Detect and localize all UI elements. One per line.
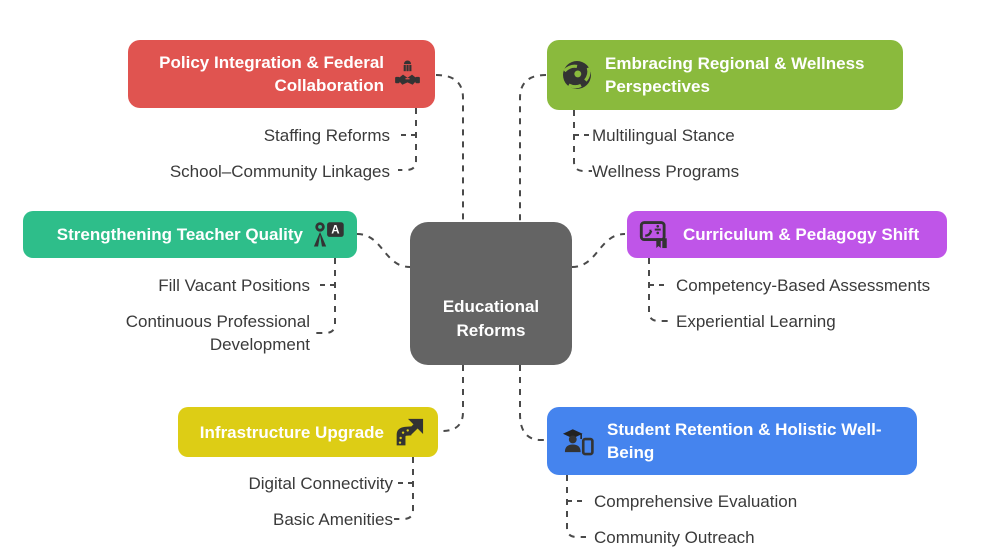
connector-regional-center	[519, 74, 547, 222]
teacher-presentation-icon: A	[313, 220, 345, 250]
subtopic-continuous-professional-development: Continuous Professional Development	[125, 312, 310, 354]
branch-title-regional: Embracing Regional & Wellness Perspectiv…	[605, 54, 865, 96]
subtopic-comprehensive-evaluation: Comprehensive Evaluation	[594, 492, 798, 511]
subtopic-basic-amenities: Basic Amenities	[273, 510, 393, 529]
road-arrow-icon	[394, 416, 426, 448]
branch-node-infrastructure: Infrastructure Upgrade	[178, 407, 438, 457]
connector-regional-subs	[573, 110, 592, 172]
subtopic-fill-vacant-positions: Fill Vacant Positions	[158, 276, 310, 295]
branch-title-policy: Policy Integration & Federal Collaborati…	[159, 53, 384, 95]
subtopic-experiential-learning: Experiential Learning	[676, 312, 836, 331]
connector-student-subs	[566, 475, 586, 538]
branch-title-infrastructure: Infrastructure Upgrade	[199, 422, 384, 442]
connector-policy-subs	[398, 108, 417, 171]
subtopic-competency-based-assessments: Competency-Based Assessments	[676, 276, 931, 295]
connector-teacher-subs	[316, 258, 336, 334]
government-handshake-icon	[394, 59, 421, 89]
central-topic-label: Educational Reforms	[442, 296, 540, 340]
svg-text:A: A	[331, 224, 340, 236]
lesson-screen-icon	[639, 220, 671, 250]
globe-icon	[561, 59, 593, 91]
branch-node-regional: Embracing Regional & Wellness Perspectiv…	[547, 40, 903, 110]
branch-title-student: Student Retention & Holistic Well-Being	[607, 420, 882, 462]
connector-policy-center	[435, 74, 464, 222]
subtopic-community-outreach: Community Outreach	[594, 528, 755, 547]
connector-curriculum-center	[571, 233, 626, 268]
connector-teacher-center	[356, 233, 411, 268]
connector-infrastructure-subs	[394, 457, 414, 520]
subtopic-multilingual-stance: Multilingual Stance	[592, 126, 735, 145]
branch-node-curriculum: Curriculum & Pedagogy Shift	[627, 211, 947, 258]
subtopic-school-community-linkages: School–Community Linkages	[169, 162, 390, 181]
central-topic-node: Educational Reforms	[410, 222, 572, 365]
subtopic-staffing-reforms: Staffing Reforms	[263, 126, 390, 145]
connector-curriculum-subs	[648, 258, 668, 322]
branch-title-teacher: Strengthening Teacher Quality	[56, 225, 303, 244]
branch-node-teacher: Strengthening Teacher Quality A	[23, 211, 357, 258]
subtopic-wellness-programs: Wellness Programs	[592, 162, 740, 181]
graduate-phone-icon	[561, 425, 595, 457]
branch-node-policy: Policy Integration & Federal Collaborati…	[128, 40, 435, 108]
connector-center-student	[519, 365, 547, 441]
subtopic-digital-connectivity: Digital Connectivity	[248, 474, 393, 493]
connector-center-infrastructure	[438, 365, 464, 432]
branch-title-curriculum: Curriculum & Pedagogy Shift	[683, 225, 920, 244]
branch-node-student: Student Retention & Holistic Well-Being	[547, 407, 917, 475]
